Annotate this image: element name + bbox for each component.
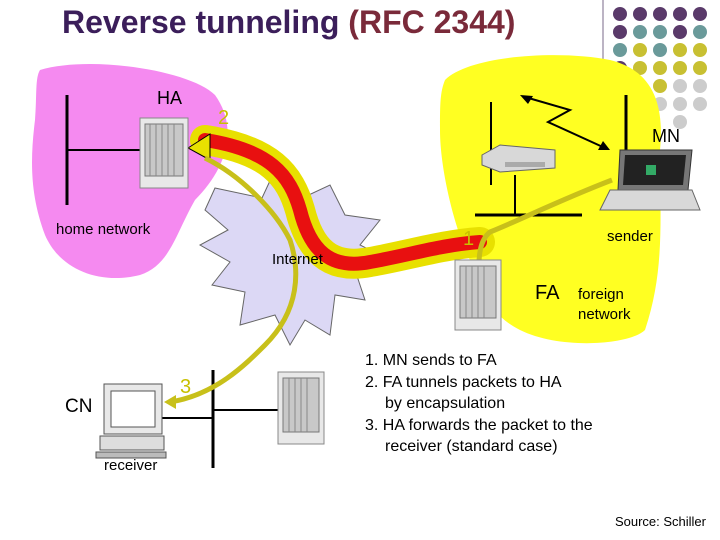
decorative-dot [693,25,707,39]
step-number-2: 2 [218,107,230,129]
decorative-dot [653,25,667,39]
server-cn-icon [277,371,325,445]
ha-label: HA [157,88,183,108]
decorative-dot [653,7,667,21]
step3-path [169,155,299,405]
step-3-text-cont: receiver (standard case) [385,438,558,455]
foreign-network-label-1: foreign [578,286,624,303]
access-point-icon [481,144,556,173]
step-list: 1. MN sends to FA 2. FA tunnels packets … [365,350,593,458]
cn-label: CN [65,396,93,417]
decorative-dot [613,7,627,21]
decorative-dot [653,61,667,75]
receiver-label: receiver [104,457,158,474]
foreign-network-label-2: network [578,306,631,323]
decorative-dot [673,115,687,129]
internet-label: Internet [272,251,323,268]
title-main: Reverse tunneling [62,4,340,40]
decorative-dot [633,25,647,39]
laptop-mn-icon [599,149,701,211]
step1-path [476,177,613,281]
decorative-dot [633,7,647,21]
step-number-3: 3 [180,376,192,398]
decorative-dot [653,79,667,93]
decorative-dot [673,43,687,57]
decorative-dot [693,79,707,93]
mn-label: MN [652,126,680,146]
decorative-dot [633,61,647,75]
wireless-link-icon [520,95,610,150]
step-3-text: 3. HA forwards the packet to the [365,416,593,434]
tunnel-arrow-head [187,133,211,161]
page-title: Reverse tunneling (RFC 2344) [62,4,515,41]
decorative-dot [693,43,707,57]
fa-label: FA [535,282,560,304]
title-rfc: (RFC 2344) [348,4,516,40]
decorative-dot [673,61,687,75]
step-number-1: 1 [463,228,475,250]
decorative-dot [673,97,687,111]
sender-label: sender [607,228,653,245]
home-network-area [32,64,228,279]
source-credit: Source: Schiller [614,514,706,529]
decorative-dot [653,43,667,57]
decorative-dot [693,7,707,21]
decorative-dot [673,79,687,93]
decorative-dot [613,25,627,39]
server-fa-icon [454,259,502,331]
desktop-cn-icon [95,383,167,459]
decorative-dot [673,7,687,21]
server-ha-icon [139,117,189,189]
decorative-dot [673,25,687,39]
decorative-dot [693,61,707,75]
step-2-text: 2. FA tunnels packets to HA [365,373,562,391]
step-1-text: 1. MN sends to FA [365,352,497,369]
reverse-tunnel-inner [198,133,487,271]
home-network-label: home network [56,221,151,238]
step-2-text-cont: by encapsulation [385,395,506,412]
decorative-dot [693,97,707,111]
decorative-dot [633,43,647,57]
decorative-dot [613,43,627,57]
